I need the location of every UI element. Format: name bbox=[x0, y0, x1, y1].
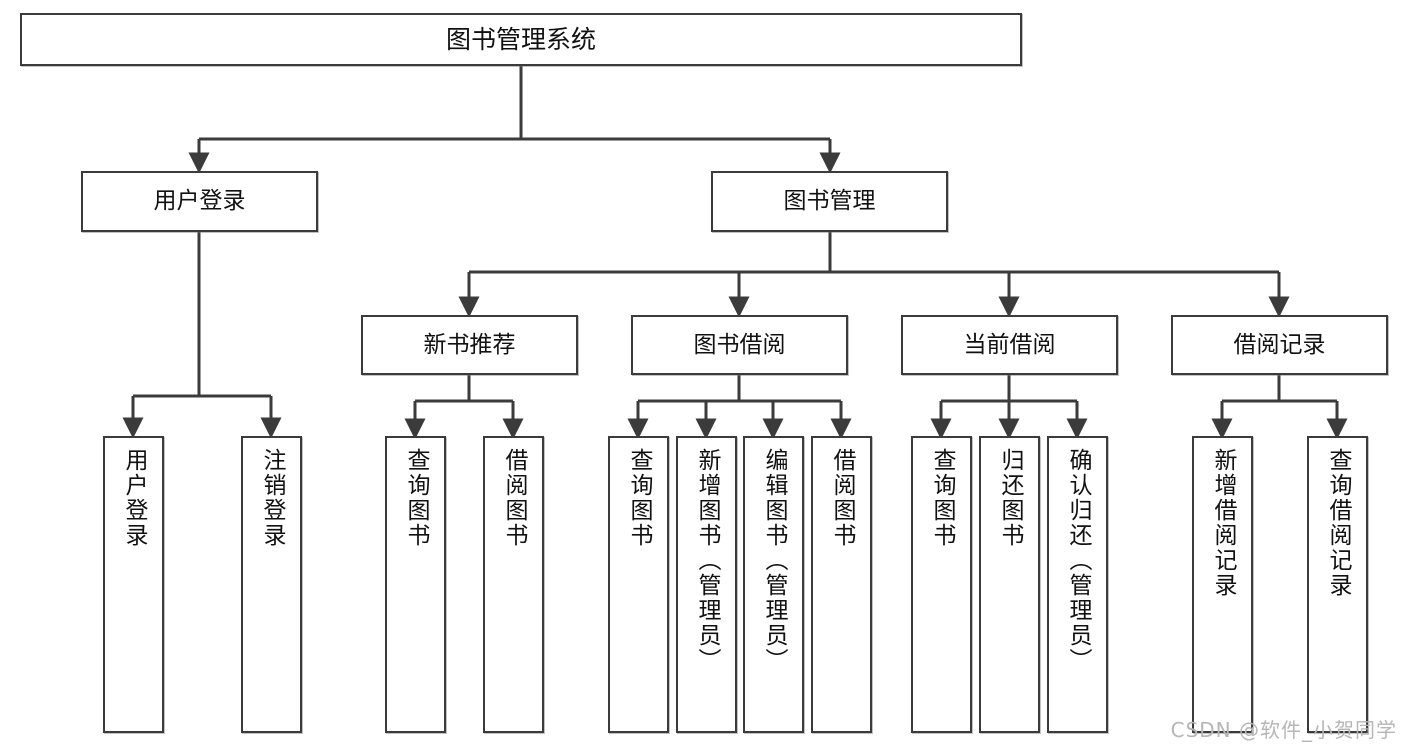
node-book-manage[interactable]: 图书管理 bbox=[711, 171, 948, 232]
node-leaf-borrow-book-1-label: 借阅图书 bbox=[501, 448, 527, 548]
node-leaf-add-record-label: 新增借阅记录 bbox=[1210, 448, 1236, 598]
node-leaf-query-book-2[interactable]: 查询图书 bbox=[608, 436, 669, 733]
node-leaf-query-book-1-label: 查询图书 bbox=[403, 448, 429, 548]
node-leaf-add-book[interactable]: 新增图书（管理员） bbox=[676, 436, 737, 733]
node-book-borrow[interactable]: 图书借阅 bbox=[631, 315, 848, 375]
node-leaf-edit-book[interactable]: 编辑图书（管理员） bbox=[743, 436, 804, 733]
node-leaf-confirm-return[interactable]: 确认归还（管理员） bbox=[1047, 436, 1108, 733]
node-leaf-user-login-label: 用户登录 bbox=[121, 448, 147, 548]
node-leaf-user-logout-label: 注销登录 bbox=[259, 448, 285, 548]
node-new-book-recommend-label: 新书推荐 bbox=[423, 331, 516, 358]
node-leaf-query-book-3-label: 查询图书 bbox=[929, 448, 955, 548]
node-leaf-confirm-return-label: 确认归还（管理员） bbox=[1065, 448, 1091, 673]
node-leaf-query-book-3[interactable]: 查询图书 bbox=[911, 436, 972, 733]
node-borrow-record[interactable]: 借阅记录 bbox=[1171, 315, 1388, 375]
node-new-book-recommend[interactable]: 新书推荐 bbox=[361, 315, 578, 375]
node-current-borrow-label: 当前借阅 bbox=[963, 331, 1056, 358]
node-leaf-borrow-book-1[interactable]: 借阅图书 bbox=[483, 436, 544, 733]
node-user-login-label: 用户登录 bbox=[153, 188, 246, 215]
node-leaf-add-record[interactable]: 新增借阅记录 bbox=[1192, 436, 1253, 733]
node-borrow-record-label: 借阅记录 bbox=[1233, 331, 1326, 358]
node-root[interactable]: 图书管理系统 bbox=[20, 13, 1022, 66]
node-leaf-query-record[interactable]: 查询借阅记录 bbox=[1307, 436, 1368, 733]
node-leaf-query-book-2-label: 查询图书 bbox=[626, 448, 652, 548]
node-leaf-borrow-book-2[interactable]: 借阅图书 bbox=[811, 436, 872, 733]
node-leaf-user-logout[interactable]: 注销登录 bbox=[241, 436, 302, 733]
node-user-login[interactable]: 用户登录 bbox=[81, 171, 318, 232]
node-leaf-return-book[interactable]: 归还图书 bbox=[979, 436, 1040, 733]
node-book-manage-label: 图书管理 bbox=[783, 188, 876, 215]
node-leaf-query-record-label: 查询借阅记录 bbox=[1325, 448, 1351, 598]
node-leaf-query-book-1[interactable]: 查询图书 bbox=[385, 436, 446, 733]
node-leaf-user-login[interactable]: 用户登录 bbox=[103, 436, 164, 733]
node-current-borrow[interactable]: 当前借阅 bbox=[901, 315, 1118, 375]
node-root-label: 图书管理系统 bbox=[445, 24, 596, 54]
node-leaf-return-book-label: 归还图书 bbox=[997, 448, 1023, 548]
csdn-watermark: CSDN @软件_小贺同学 bbox=[1170, 718, 1397, 742]
node-leaf-edit-book-label: 编辑图书（管理员） bbox=[761, 448, 787, 673]
node-leaf-add-book-label: 新增图书（管理员） bbox=[694, 448, 720, 673]
node-book-borrow-label: 图书借阅 bbox=[693, 331, 786, 358]
node-leaf-borrow-book-2-label: 借阅图书 bbox=[829, 448, 855, 548]
